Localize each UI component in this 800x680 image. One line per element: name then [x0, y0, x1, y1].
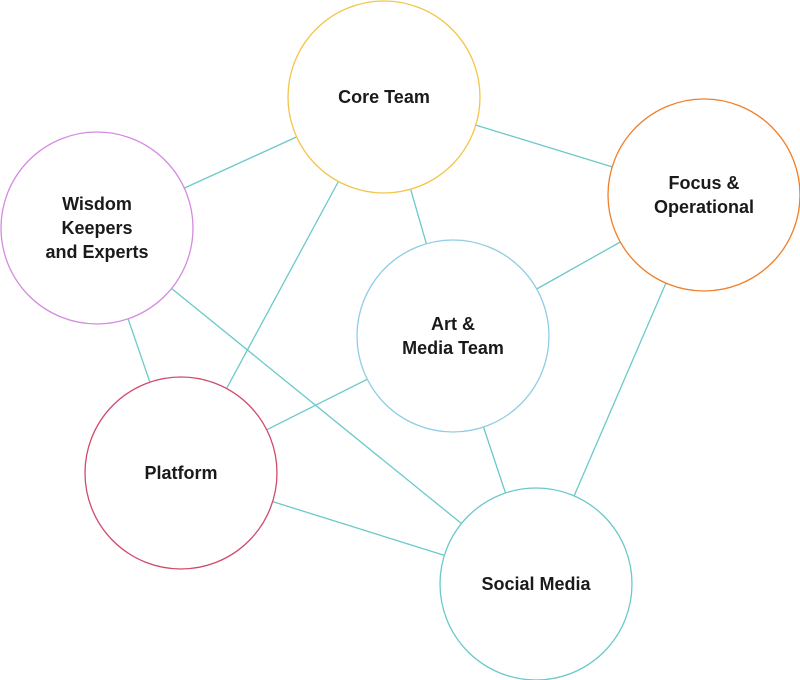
node-circle-social — [439, 487, 633, 680]
edge-core-team-platform — [226, 181, 339, 389]
edge-wisdom-social — [171, 287, 462, 525]
edge-platform-social — [272, 500, 445, 557]
node-label-art: Media Team — [402, 338, 504, 358]
edge-focus-social — [573, 282, 667, 497]
edge-core-team-focus — [475, 124, 613, 168]
edge-focus-art — [536, 241, 621, 290]
edge-core-team-wisdom — [184, 136, 297, 189]
node-circle-art — [356, 239, 550, 433]
node-label-wisdom: and Experts — [45, 242, 148, 262]
node-focus: Focus & Operational — [607, 98, 800, 292]
node-label-wisdom: Wisdom — [62, 194, 132, 214]
node-label-social: Social Media — [481, 574, 591, 594]
node-platform: Platform — [84, 376, 278, 570]
node-label-core-team: Core Team — [338, 87, 430, 107]
node-circle-platform — [84, 376, 278, 570]
edges-layer — [127, 124, 667, 557]
node-core-team: Core Team — [287, 0, 481, 194]
node-label-focus: Focus & — [668, 173, 739, 193]
node-social: Social Media — [439, 487, 633, 680]
node-circle-focus — [607, 98, 800, 292]
node-circle-core-team — [287, 0, 481, 194]
edge-core-team-art — [409, 189, 428, 244]
edge-wisdom-platform — [127, 318, 151, 383]
node-circle-wisdom — [0, 131, 194, 325]
node-art: Art & Media Team — [356, 239, 550, 433]
edge-art-platform — [266, 378, 368, 431]
node-label-wisdom: Keepers — [61, 218, 132, 238]
node-label-art: Art & — [431, 314, 475, 334]
edge-art-social — [482, 426, 507, 494]
node-label-platform: Platform — [144, 463, 217, 483]
node-label-focus: Operational — [654, 197, 754, 217]
